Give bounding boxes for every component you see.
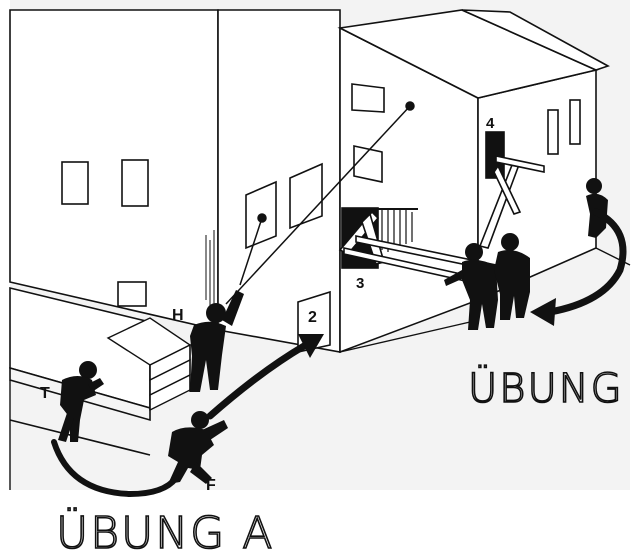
label-window-4: 4 bbox=[486, 115, 495, 132]
caption-exercise-b: ÜBUNG B bbox=[468, 364, 640, 412]
left-building bbox=[10, 10, 218, 330]
label-h: H bbox=[172, 307, 184, 324]
middle-building bbox=[206, 10, 340, 352]
caption-exercise-a: ÜBUNG A bbox=[56, 507, 274, 559]
label-f: F bbox=[206, 477, 216, 494]
label-t: T bbox=[40, 385, 50, 402]
label-window-2: 2 bbox=[308, 309, 317, 326]
label-window-3: 3 bbox=[356, 275, 364, 292]
